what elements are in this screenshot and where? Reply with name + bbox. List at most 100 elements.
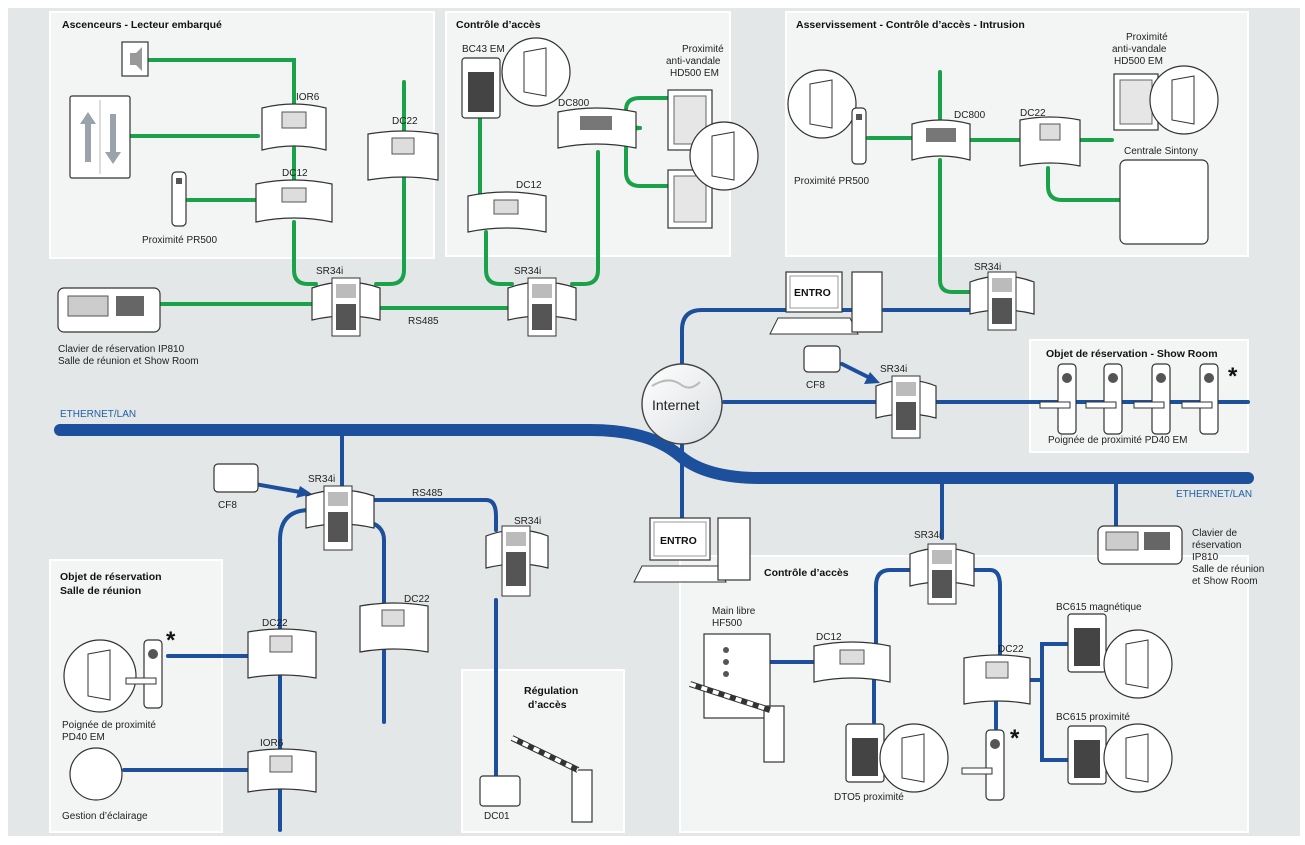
label-ip810-b-5: et Show Room <box>1192 576 1258 587</box>
blue-wires <box>54 308 1254 832</box>
pr500-reader-b <box>851 107 867 165</box>
wire-dc12-sr34i-b <box>484 230 514 286</box>
dc12-module-a <box>255 179 333 223</box>
label-dc12-c: DC12 <box>816 632 842 643</box>
label-dc01: DC01 <box>484 811 510 822</box>
wire-internet-entro <box>680 308 862 380</box>
labels: Ascenceurs - Lecteur embarqué Contrôle d… <box>58 19 1264 822</box>
label-hd500-a-2: anti-vandale <box>666 56 721 67</box>
handle-icon <box>961 729 1005 801</box>
dc12-module-c <box>813 641 891 683</box>
label-dc22-a: DC22 <box>392 116 418 127</box>
card-icon <box>803 345 841 373</box>
wire-dc22-sintony <box>1046 166 1122 202</box>
label-internet: Internet <box>652 397 700 413</box>
label-dc22-c: DC22 <box>262 618 288 629</box>
label-dc12-b: DC12 <box>516 180 542 191</box>
sr34i-reader-d <box>875 375 937 439</box>
label-dc22-e: DC22 <box>998 644 1024 655</box>
arrow-head-cf8-a <box>864 372 880 384</box>
ip810-keypad-a <box>57 287 161 333</box>
panel-title-reunion-2: Salle de réunion <box>60 585 141 597</box>
asterisk-reunion: * <box>166 627 176 654</box>
bc43-keypad <box>461 57 501 119</box>
label-dc22-b: DC22 <box>1020 108 1046 119</box>
label-pr500-b: Proximité PR500 <box>794 176 869 187</box>
label-sr34i-d: SR34i <box>880 364 907 375</box>
door-icon <box>501 37 571 107</box>
label-ip810-b-3: IP810 <box>1192 552 1219 563</box>
ior6-module-bottom <box>247 748 317 793</box>
label-sr34i-c: SR34i <box>974 262 1001 273</box>
lamp-icon <box>69 747 123 801</box>
dc22-module-a <box>367 130 439 181</box>
handle-icon <box>1085 363 1123 435</box>
handle-icon <box>1039 363 1077 435</box>
bc615-magnetic-keypad <box>1067 613 1107 673</box>
handle-icon <box>1181 363 1219 435</box>
wire-dc22-sr34i <box>374 176 406 286</box>
label-entro-a: ENTRO <box>794 287 831 299</box>
door-icon <box>879 723 949 793</box>
lift-arrows-icon <box>69 95 131 179</box>
hd500-reader-a-top <box>667 89 713 151</box>
label-sr34i-b: SR34i <box>514 266 541 277</box>
label-entro-b: ENTRO <box>660 535 697 547</box>
panel-title-asservissement: Asservissement - Contrôle d’accès - Intr… <box>796 19 1025 31</box>
label-hd500-a-3: HD500 EM <box>670 68 719 79</box>
bc615-proximity-keypad <box>1067 725 1107 785</box>
label-ip810-b-1: Clavier de <box>1192 528 1237 539</box>
label-ethernet-left: ETHERNET/LAN <box>60 409 136 420</box>
sr34i-reader-a <box>311 277 381 337</box>
dc22-module-e <box>963 654 1031 705</box>
label-rs485-b: RS485 <box>412 488 443 499</box>
label-hd500-a-1: Proximité <box>682 44 724 55</box>
sr34i-reader-c <box>969 271 1035 331</box>
computer-icon <box>769 271 883 335</box>
card-icon <box>213 463 259 493</box>
label-pd40-r-2: PD40 EM <box>62 732 105 743</box>
sr34i-reader-e <box>305 485 375 551</box>
label-pd40-show: Poignée de proximité PD40 EM <box>1048 435 1188 446</box>
wire-dc800-sr34i-c <box>938 158 972 294</box>
label-hf500-1: Main libre <box>712 606 756 617</box>
sr34i-reader-g <box>909 543 975 605</box>
ior6-module-top <box>261 103 327 151</box>
label-ip810-b-2: réservation <box>1192 540 1241 551</box>
panel-title-regulation-2: d’accès <box>528 699 567 711</box>
wire-dc22-bc615-bottom <box>1040 678 1070 762</box>
panel-title-controle-1: Contrôle d’accès <box>456 19 541 31</box>
dto5-keypad <box>845 723 885 783</box>
label-hd500-b-1: Proximité <box>1126 32 1168 43</box>
door-icon <box>1149 65 1219 135</box>
wire-dc22-bc615-top <box>1028 642 1070 682</box>
label-ior6-top: IOR6 <box>296 92 320 103</box>
barrier-icon <box>689 681 785 763</box>
label-dc800-b: DC800 <box>954 110 986 121</box>
label-bc615-prox: BC615 proximité <box>1056 712 1130 723</box>
panel-title-controle-2: Contrôle d’accès <box>764 567 849 579</box>
wire-dc800-sr34i <box>570 150 600 286</box>
ip810-keypad-b <box>1097 525 1183 565</box>
sr34i-reader-f <box>485 525 549 597</box>
label-ior6-bottom: IOR6 <box>260 738 284 749</box>
label-cf8-a: CF8 <box>806 380 825 391</box>
sr34i-reader-b <box>507 277 577 337</box>
wire-sr34i-g-dc22 <box>972 568 1002 662</box>
label-sintony: Centrale Sintony <box>1124 146 1198 157</box>
label-dto5: DTO5 proximité <box>834 792 904 803</box>
dc22-module-b <box>1019 116 1081 167</box>
label-sr34i-a: SR34i <box>316 266 343 277</box>
label-dc800-a: DC800 <box>558 98 590 109</box>
dc22-module-c <box>247 628 317 679</box>
door-icon <box>689 121 759 191</box>
label-ip810-a-2: Salle de réunion et Show Room <box>58 356 199 367</box>
sintony-panel <box>1119 159 1209 245</box>
speaker-icon <box>121 41 149 77</box>
arrow-cf8-a <box>840 362 872 380</box>
label-hd500-b-2: anti-vandale <box>1112 44 1167 55</box>
panel-title-ascenseurs: Ascenceurs - Lecteur embarqué <box>62 19 222 31</box>
label-hd500-b-3: HD500 EM <box>1114 56 1163 67</box>
wire-dc12-sr34i <box>292 220 318 286</box>
